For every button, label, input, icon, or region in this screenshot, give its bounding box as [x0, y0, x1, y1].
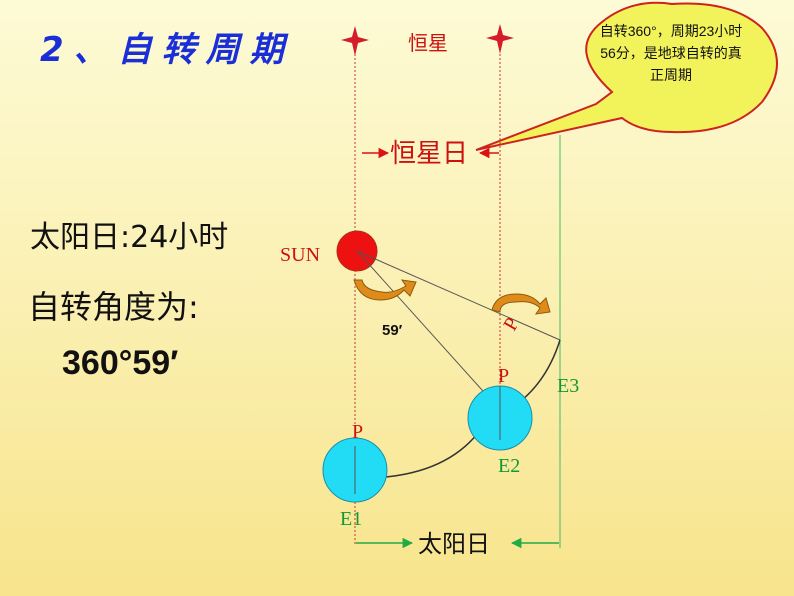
star-icon-left — [341, 26, 369, 56]
rotation-angle-value: 360°59′ — [62, 344, 179, 382]
star-label: 恒星 — [408, 31, 448, 55]
pole-label-e3: P — [499, 314, 524, 335]
earth-label-e1: E1 — [340, 508, 362, 530]
earth-label-e2: E2 — [498, 455, 520, 477]
star-icon-right — [486, 24, 514, 54]
pole-label-e2: P — [498, 365, 509, 387]
sun-to-e2-line — [356, 250, 501, 411]
solar-day-bottom-label: 太阳日 — [418, 530, 490, 558]
callout-text: 自转360°，周期23小时56分，是地球自转的真正周期 — [599, 23, 743, 83]
slide-title: 2、自转周期 — [40, 30, 294, 70]
callout-bubble — [475, 1, 778, 151]
rotation-angle-label: 自转角度为: — [28, 288, 199, 326]
sidereal-day-label: 恒星日 — [390, 139, 468, 169]
solar-day-text: 太阳日:24小时 — [30, 220, 229, 255]
rotation-arrow-icon-e3 — [491, 293, 551, 315]
small-angle-label: 59′ — [382, 322, 403, 339]
earth-label-e3: E3 — [557, 375, 579, 397]
pole-label-e1: P — [352, 421, 363, 443]
sun-label: SUN — [280, 244, 320, 266]
sun-to-e3-line — [356, 250, 561, 341]
rotation-arrow-icon-e2 — [353, 279, 417, 301]
